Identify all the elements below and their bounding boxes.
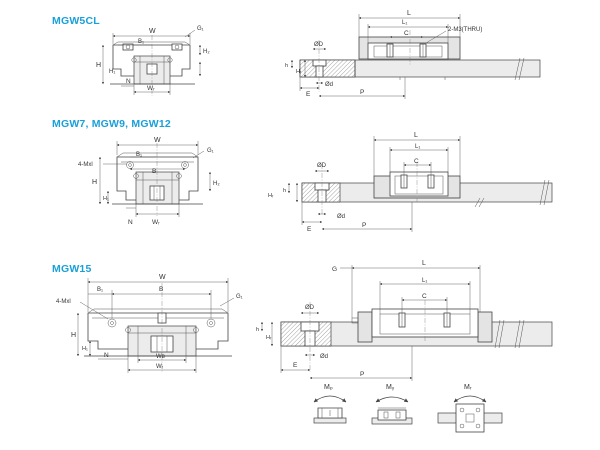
dim-d-small: Ød [320,354,328,360]
mgw15-front-view: W B B₁ G₁ 4-Mxl H H₁ N Wʙ Wᵣ [56,274,243,373]
dim-p: P [362,222,366,229]
dim-l1: L₁ [415,144,420,150]
dim-h2: H₂ [203,49,210,55]
dim-w: W [149,28,156,35]
mgw5cl-front-view: W B₁ G₁ H H₁ H₂ N Wᵣ [96,26,210,96]
dim-h1: H₁ [109,69,115,75]
dim-h1: H₁ [82,346,88,352]
dim-h2: H₂ [213,181,220,187]
dim-g1: G₁ [197,26,204,32]
dim-wr: Wᵣ [147,85,155,92]
dim-n: N [128,219,133,226]
dim-h: H [92,179,97,186]
section-title-mgw7-9-12: MGW7, MGW9, MGW12 [52,118,171,130]
dim-d: ØD [305,305,315,311]
dim-d-small: Ød [325,82,333,88]
dim-l1: L₁ [422,278,427,284]
dim-b1: B₁ [97,287,103,293]
dim-w: W [154,137,161,144]
dim-c: C [414,158,419,165]
dim-h-small: h [285,63,288,69]
dim-g1: G₁ [236,294,243,300]
dim-wr: Wᵣ [156,364,164,370]
dim-p: P [360,371,364,378]
dim-e: E [307,226,312,233]
section-title-mgw15: MGW15 [52,263,92,275]
section-title-mgw5cl: MGW5CL [52,15,100,27]
dim-n: N [126,78,131,85]
mgw7-front-view: W B₁ B G₁ 4-Mxl H H₁ H₂ N Wᵣ [78,137,220,226]
dim-d: ØD [314,42,324,48]
dim-h-small: h [256,327,259,333]
moment-icon-mr: Mᵣ [437,384,503,433]
dim-b1: B₁ [136,152,142,158]
moment-icon-my: Mᵧ [371,384,413,425]
moment-label-mr: Mᵣ [464,384,472,391]
dim-hr: Hᵣ [268,193,274,199]
moment-icon-mp: Mₚ [313,384,347,424]
dim-b: B [159,286,163,293]
dim-b1: B₁ [138,39,144,45]
dim-hr: Hᵣ [296,69,302,75]
dim-h-small: h [283,188,286,194]
dim-l: L [414,132,418,139]
mgw7-side-view: L L₁ C ØD h Hᵣ Ød E P [268,132,553,233]
moment-label-my: Mᵧ [386,384,395,391]
dim-b: B [152,168,156,175]
moment-label-mp: Mₚ [324,384,333,391]
dim-l: L [407,10,411,17]
dim-h: H [96,62,101,69]
dim-p: P [360,89,364,96]
dim-l: L [422,260,426,267]
dim-g1: G₁ [207,148,214,154]
dim-e: E [306,91,311,98]
dim-n: N [104,352,109,359]
dim-d: ØD [317,163,327,169]
dim-c: C [422,293,427,300]
dim-wr: Wᵣ [152,219,160,226]
dim-g: G [332,266,337,273]
dim-c: C [404,30,409,37]
dim-h: H [71,332,76,339]
dim-thread: 2-M3(THRU) [448,27,482,33]
mgw15-side-view: G L L₁ C ØD h Hᵣ Ød E P [256,260,553,381]
dim-e: E [293,362,298,369]
dim-l1: L₁ [402,20,407,26]
mgw5cl-side-view: L L₁ C 2-M3(THRU) ØD h Hᵣ Ød E P [285,10,541,99]
dim-wb: Wʙ [156,354,165,360]
dim-w: W [159,274,166,281]
dim-hr: Hᵣ [266,335,272,341]
dim-d-small: Ød [337,214,345,220]
dim-h1: H₁ [103,196,109,202]
dim-mxl: 4-Mxl [78,162,93,168]
dim-mxl: 4-Mxl [56,299,71,305]
